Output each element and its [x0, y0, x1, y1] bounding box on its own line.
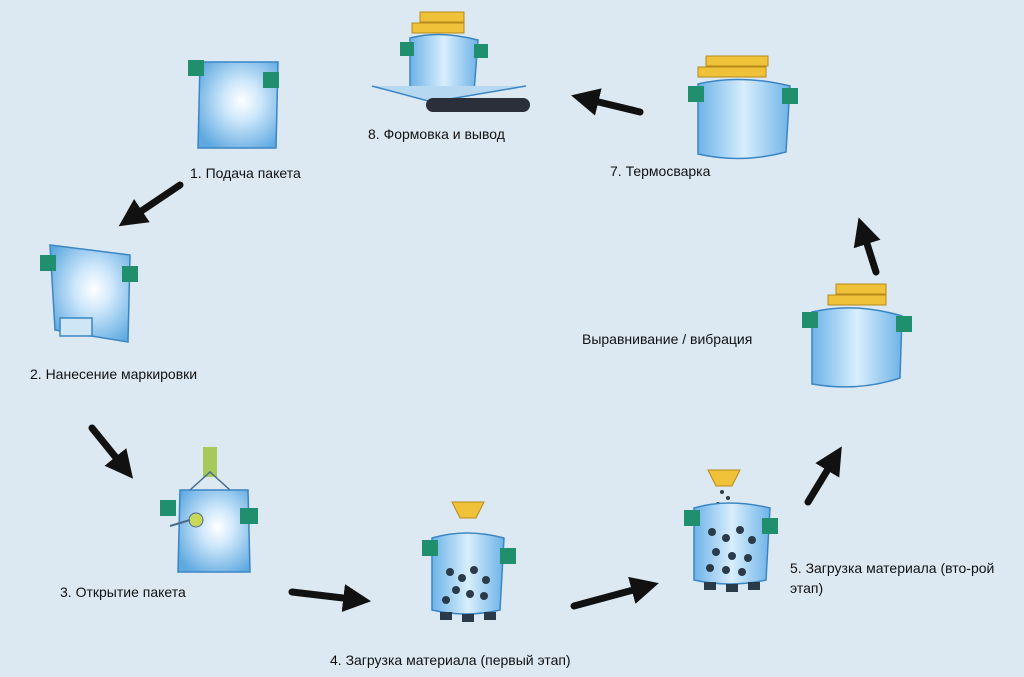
step-4-label: 4. Загрузка материала (первый этап) — [330, 652, 571, 668]
step-5-label: 5. Загрузка материала (вто-рой этап) — [790, 560, 995, 596]
arrow-5-6 — [804, 446, 842, 506]
filling-stage1-icon — [422, 501, 516, 622]
arrow-6-7 — [853, 217, 881, 276]
conveyor-output-icon — [371, 11, 530, 112]
arrow-7-8 — [571, 88, 644, 116]
filling-stage2-icon — [684, 469, 778, 592]
arrow-1-2 — [118, 181, 184, 227]
arrow-3-4 — [288, 584, 372, 612]
bag-feed-icon — [188, 60, 279, 149]
arrow-4-5 — [570, 576, 659, 610]
vibration-icon — [802, 283, 912, 388]
flow-arrows — [88, 88, 881, 612]
bag-open-icon — [160, 447, 258, 573]
step-1-label: 1. Подача пакета — [190, 165, 301, 181]
heat-seal-icon — [688, 55, 798, 160]
step-6-label: Выравнивание / вибрация — [582, 331, 753, 347]
step-2-label: 2. Нанесение маркировки — [30, 366, 198, 382]
arrow-2-3 — [88, 424, 134, 479]
step-7-label: 7. Термосварка — [610, 163, 711, 179]
step-8-label: 8. Формовка и вывод — [368, 126, 505, 142]
step-3-label: 3. Открытие пакета — [60, 584, 186, 600]
bag-marking-icon — [40, 244, 138, 343]
